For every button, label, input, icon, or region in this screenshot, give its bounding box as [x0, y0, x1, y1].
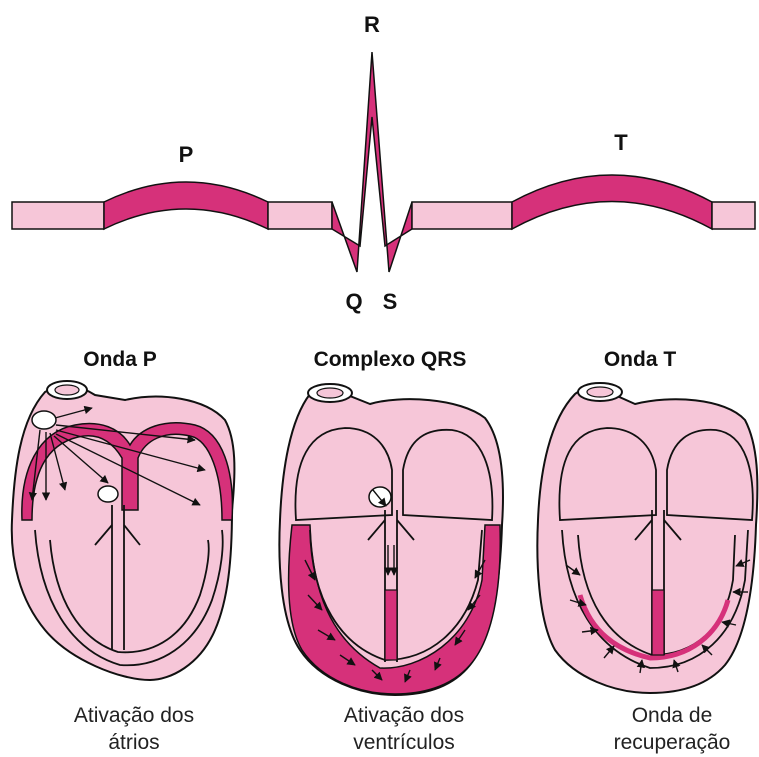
p-wave: [104, 182, 268, 229]
panel-title: Onda T: [604, 348, 677, 371]
caption-line-2: átrios: [108, 731, 159, 754]
qrs-complex: [332, 52, 412, 272]
heart-illustration: [537, 383, 757, 693]
panel-title: Complexo QRS: [314, 348, 467, 371]
t-wave: [512, 175, 712, 229]
baseline-segment-3: [412, 202, 512, 229]
panel-t-wave: Onda T On: [537, 348, 757, 754]
heart-illustration: [279, 384, 503, 695]
panel-p-wave: Onda P: [12, 348, 235, 754]
label-t: T: [614, 130, 628, 155]
caption-line-1: Ativação dos: [74, 704, 194, 727]
caption-line-2: recuperação: [614, 731, 731, 754]
label-s: S: [383, 289, 398, 314]
baseline-segment-1: [12, 202, 104, 229]
baseline-segment-2: [268, 202, 332, 229]
label-r: R: [364, 12, 380, 37]
ecg-trace: P R Q S T: [12, 12, 755, 314]
baseline-segment-4: [712, 202, 755, 229]
panel-title: Onda P: [83, 348, 157, 371]
label-p: P: [179, 142, 194, 167]
caption-line-1: Ativação dos: [344, 704, 464, 727]
heart-illustration: [12, 381, 235, 680]
label-q: Q: [345, 289, 362, 314]
caption-line-1: Onda de: [632, 704, 713, 727]
panel-qrs-complex: Complexo QRS: [279, 348, 503, 754]
caption-line-2: ventrículos: [353, 731, 455, 754]
